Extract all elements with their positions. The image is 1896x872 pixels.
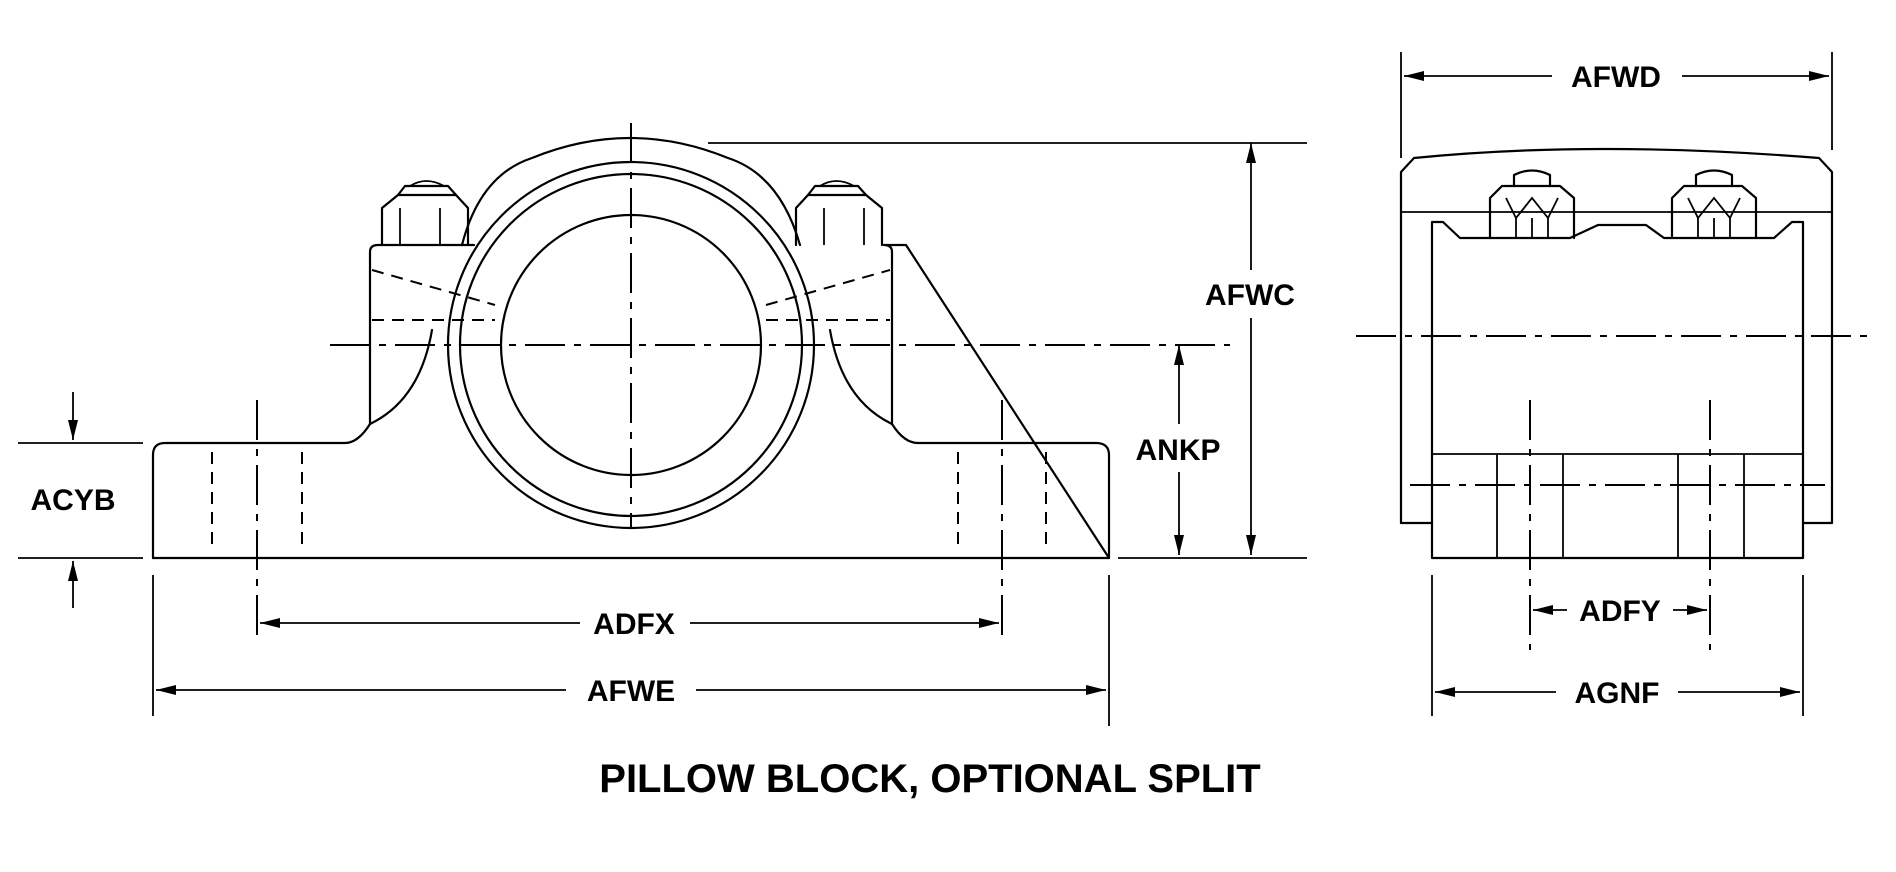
afwe-label: AFWE: [587, 675, 675, 708]
side-bolt-left: [1488, 169, 1576, 240]
afwd-label: AFWD: [1571, 61, 1661, 94]
hidden-split-left-1: [371, 269, 496, 306]
front-bolt-right: [794, 180, 884, 247]
hidden-split-right-1: [765, 269, 891, 306]
front-view: AFWC ANKP ACYB ADFX AFWE: [18, 123, 1307, 726]
agnf-label: AGNF: [1575, 677, 1660, 710]
afwe-label-bg: [566, 666, 696, 712]
afwc-label-bg: [1196, 270, 1306, 318]
afwc-label: AFWC: [1205, 279, 1295, 312]
drawing-caption: PILLOW BLOCK, OPTIONAL SPLIT: [599, 757, 1260, 801]
acyb-label: ACYB: [30, 484, 115, 517]
housing-right-curve: [828, 328, 894, 426]
afwd-label-bg: [1552, 52, 1682, 98]
adfy-label-bg: [1567, 588, 1673, 632]
side-bolt-right: [1670, 169, 1758, 240]
front-bolt-left: [380, 180, 470, 247]
adfx-label: ADFX: [593, 608, 675, 641]
adfx-label-bg: [580, 600, 690, 646]
ankp-label-bg: [1124, 424, 1234, 472]
side-housing-outline: [1399, 147, 1834, 525]
side-inner-body: [1430, 220, 1805, 560]
adfy-label: ADFY: [1579, 595, 1661, 628]
side-view: AFWD ADFY AGNF: [1356, 52, 1870, 716]
front-base-outline: [151, 243, 1111, 560]
ankp-label: ANKP: [1135, 434, 1220, 467]
agnf-label-bg: [1556, 668, 1678, 714]
